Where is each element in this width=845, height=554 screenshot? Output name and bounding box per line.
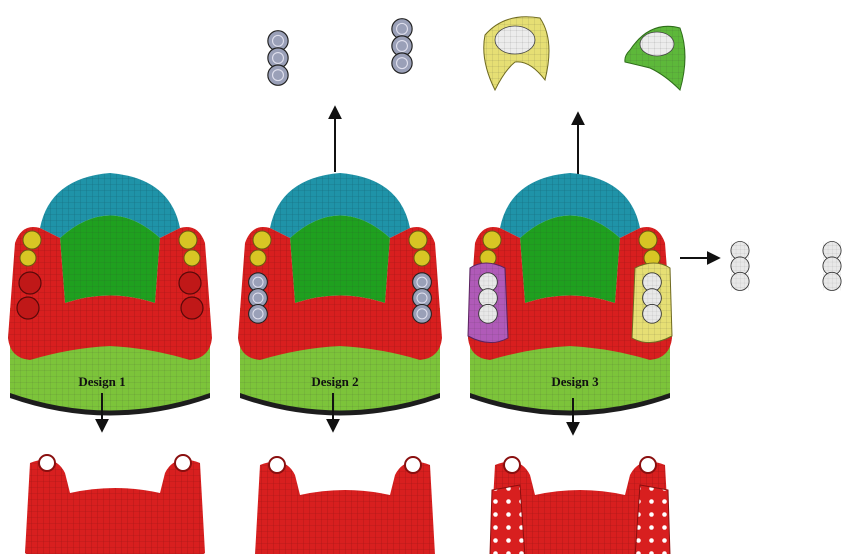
design3-framework [490,457,670,554]
design2-gray-crowns-right [392,19,412,74]
design2-framework [255,457,435,554]
design-1-label: Design 1 [78,374,125,390]
design3-white-crowns-left [731,242,749,291]
design3-yellow-saddle [484,17,549,90]
design-2-label: Design 2 [311,374,358,390]
design2-gray-crowns-left [268,31,288,86]
design1-framework [25,455,205,554]
design3-green-saddle [625,26,685,90]
design3-white-crowns-right [823,242,841,291]
design-3-label: Design 3 [551,374,598,390]
